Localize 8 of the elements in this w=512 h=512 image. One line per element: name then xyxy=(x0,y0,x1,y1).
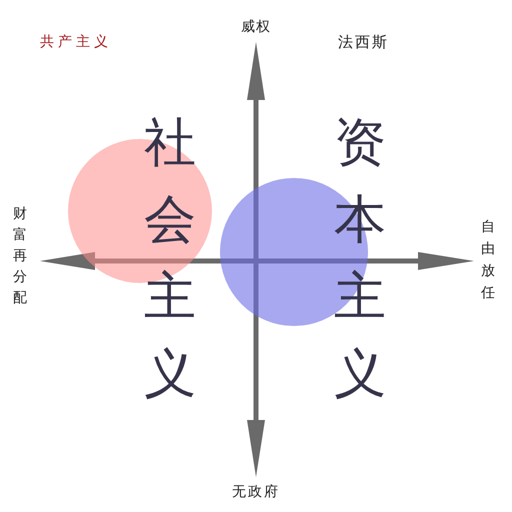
axis-label: 自由放任 xyxy=(481,218,495,303)
quadrant-label: 共产主义 xyxy=(40,34,112,51)
axis-label: 财富再分配 xyxy=(13,205,27,308)
quadrant-label: 法西斯 xyxy=(338,33,389,51)
axis-label: 威权 xyxy=(241,19,271,36)
region-label: 社会主义 xyxy=(144,112,196,406)
axis-label: 无政府 xyxy=(232,484,280,501)
region-label: 资本主义 xyxy=(334,112,386,406)
